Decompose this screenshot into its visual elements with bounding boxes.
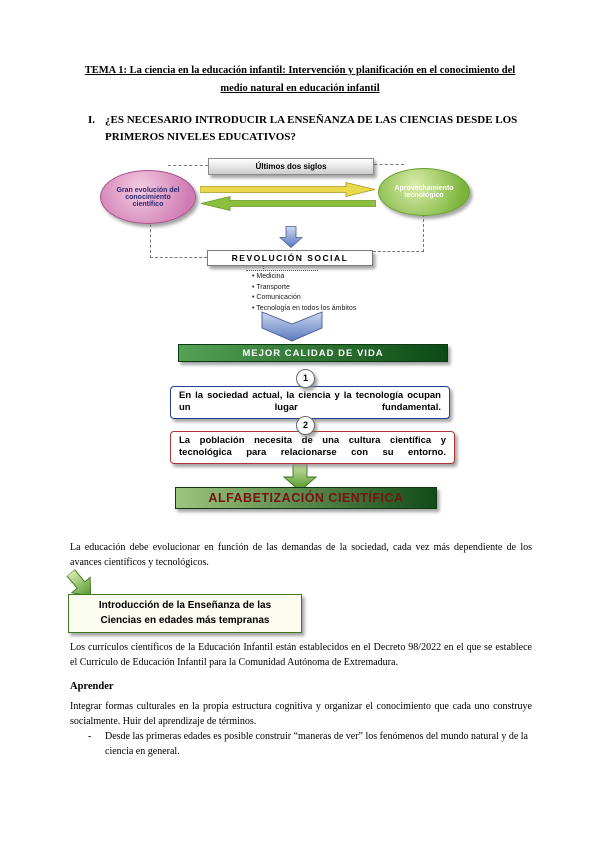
paragraph: Integrar formas culturales en la propia … <box>70 701 532 727</box>
down-arrow-icon <box>282 461 318 492</box>
page-title: TEMA 1: La ciencia en la educación infan… <box>84 65 516 94</box>
dotted-connector <box>263 266 264 271</box>
dashed-connector <box>374 164 404 165</box>
diagonal-arrow-icon <box>61 564 101 605</box>
dotted-connector <box>246 270 318 271</box>
paragraph: La educación debe evolucionar en función… <box>70 542 532 568</box>
bullet-text: Desde las primeras edades es posible con… <box>105 731 528 757</box>
right-arrow-icon <box>199 181 376 198</box>
left-arrow-icon <box>200 195 377 212</box>
section-heading-text: ¿ES NECESARIO INTRODUCIR LA ENSEÑANZA DE… <box>105 114 518 143</box>
evolution-knowledge-ellipse: Gran evolución del conocimiento científi… <box>100 170 196 224</box>
revolution-bullet-list: Medicina Transporte Comunicación Tecnolo… <box>252 272 432 314</box>
step-1-badge: 1 <box>296 369 315 388</box>
mejor-calidad-bar: MEJOR CALIDAD DE VIDA <box>178 344 448 362</box>
dashed-connector <box>150 224 207 258</box>
bullet-dash: - <box>88 731 92 742</box>
chevron-down-arrow-icon <box>261 311 323 342</box>
intro-ciencias-box: Introducción de la Enseñanza de las Cien… <box>68 594 302 633</box>
list-item: Transporte <box>252 283 432 294</box>
dash-bullet-item: - Desde las primeras edades es posible c… <box>88 729 528 759</box>
section-number: I. <box>88 114 96 126</box>
paragraph: Los currículos científicos de la Educaci… <box>70 642 532 668</box>
step-2-badge: 2 <box>296 416 315 435</box>
list-item: Medicina <box>252 272 432 283</box>
dashed-connector <box>168 165 208 166</box>
down-arrow-icon <box>278 226 304 249</box>
step-2-box: La población necesita de una cultura cie… <box>170 431 455 464</box>
step-1-box: En la sociedad actual, la ciencia y la t… <box>170 386 450 419</box>
aprender-heading: Aprender <box>70 681 114 692</box>
alfabetizacion-cientifica-bar: ALFABETIZACIÓN CIENTÍFICA <box>175 487 437 509</box>
list-item: Tecnología en todos los ámbitos <box>252 304 432 315</box>
dashed-connector <box>373 214 424 252</box>
ultimos-dos-siglos-box: Últimos dos siglos <box>208 158 374 175</box>
revolucion-social-box: REVOLUCIÓN SOCIAL <box>207 250 373 266</box>
section-heading: I. ¿ES NECESARIO INTRODUCIR LA ENSEÑANZA… <box>88 112 540 145</box>
list-item: Comunicación <box>252 293 432 304</box>
technological-use-ellipse: Aprovechamiento tecnológico <box>378 168 470 216</box>
